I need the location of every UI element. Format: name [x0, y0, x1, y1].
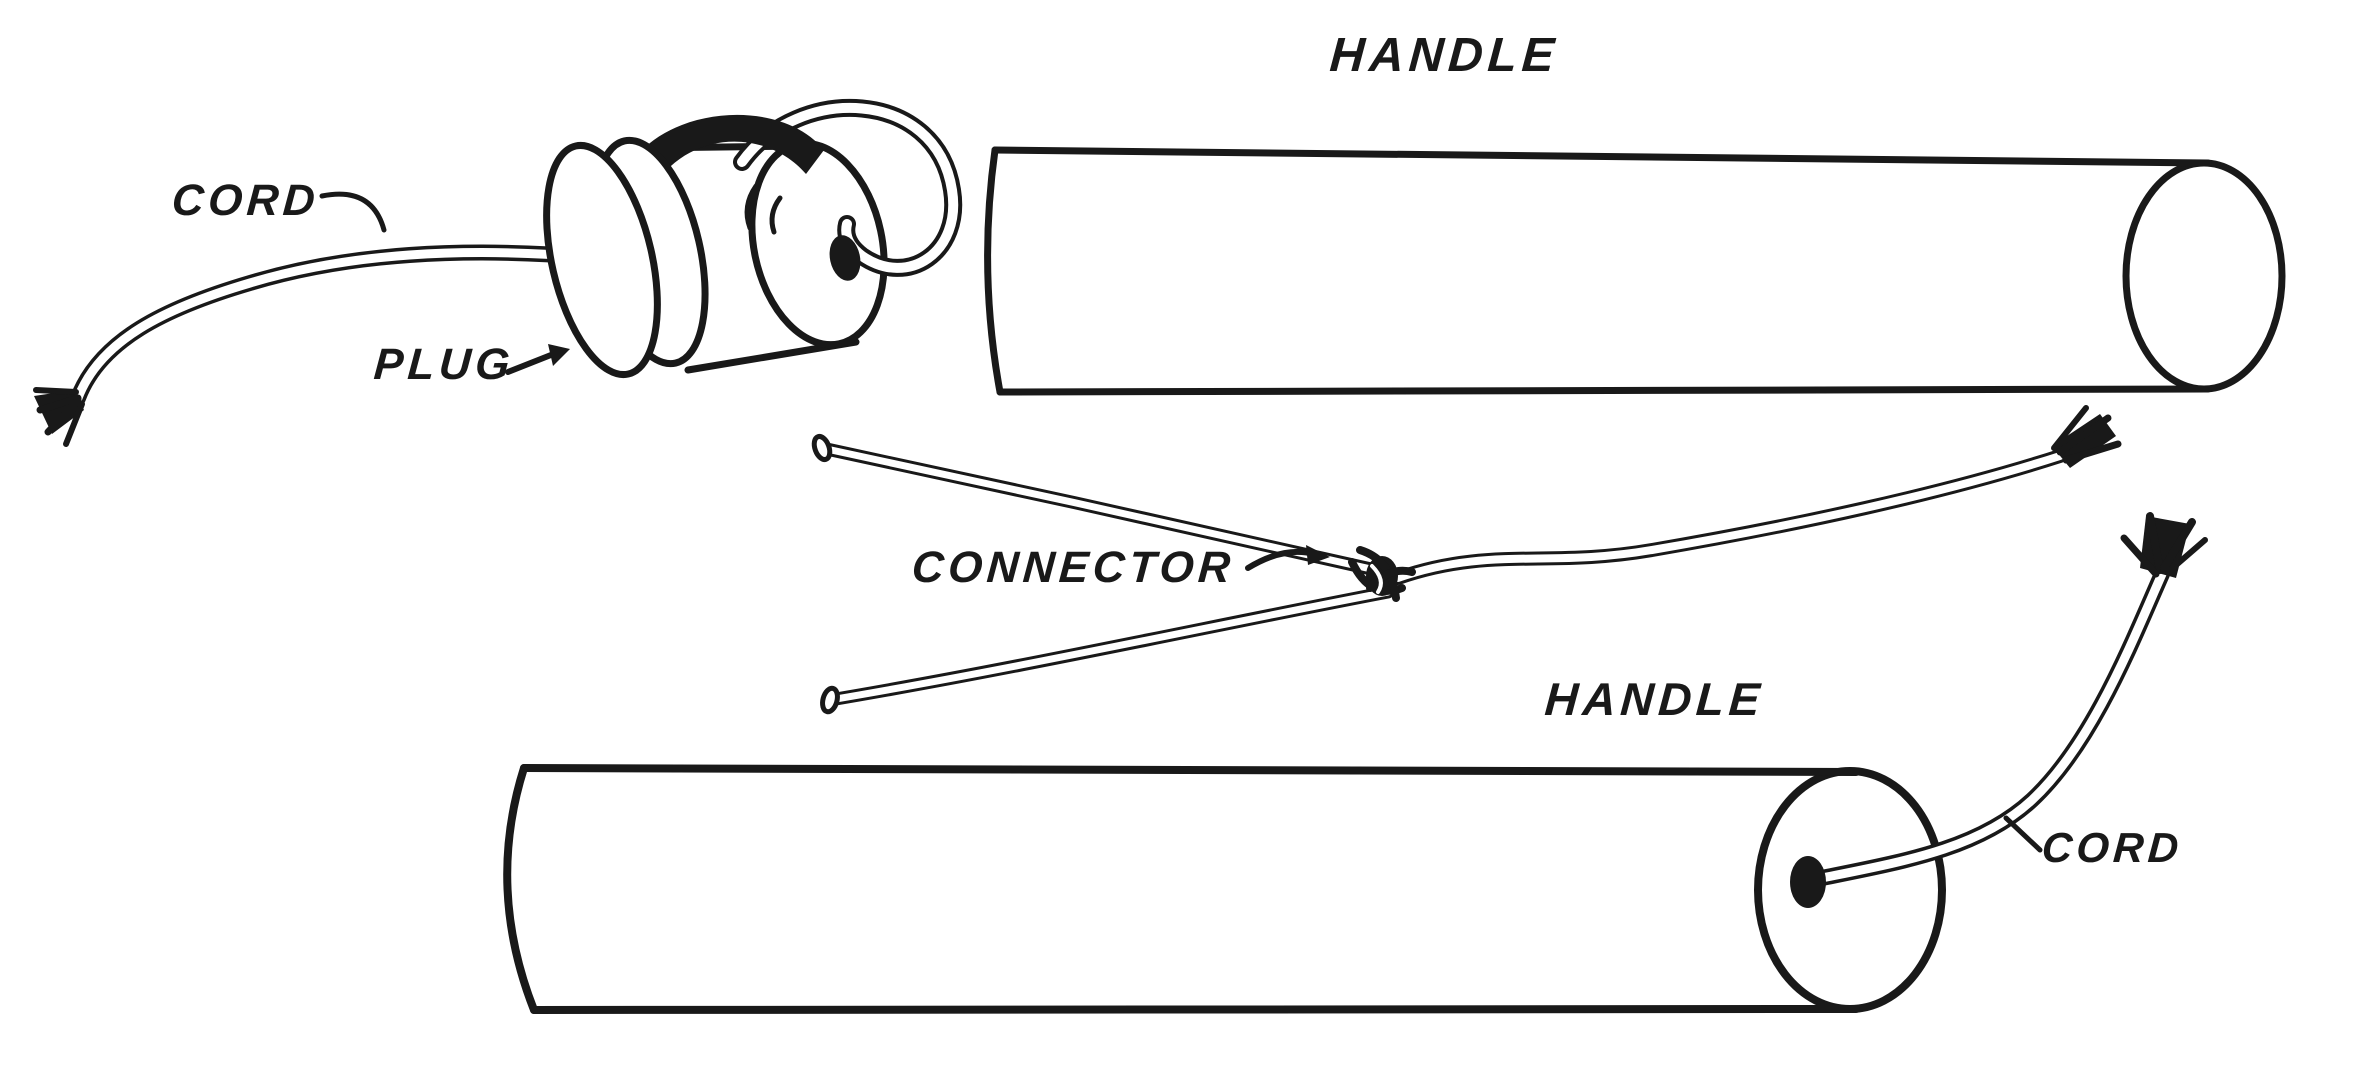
label-connector: CONNECTOR — [910, 543, 1237, 592]
plug-wrap-blob — [628, 114, 824, 186]
connector-knot — [1348, 546, 1416, 602]
plug-drawing — [543, 99, 963, 379]
lower-rod-end-cap — [820, 685, 840, 715]
bottom-handle-cylinder — [503, 764, 1946, 1014]
label-handle-bottom: HANDLE — [1543, 673, 1767, 725]
top-cord — [70, 244, 598, 406]
connector-arrow — [1245, 545, 1330, 571]
bottom-handle-hole — [1790, 856, 1826, 908]
label-cord-bottom: CORD — [2040, 824, 2185, 871]
plug-arrow — [505, 344, 570, 375]
label-plug: PLUG — [372, 340, 516, 389]
label-handle-top: HANDLE — [1328, 29, 1561, 82]
label-cord-top: CORD — [170, 176, 321, 225]
upper-rod-end-cap — [811, 433, 833, 463]
cord-top-leader-line — [319, 191, 387, 233]
bottom-cord-frayed-end — [2120, 512, 2208, 578]
middle-wire-frayed-end — [2051, 405, 2122, 468]
bottom-cord — [1790, 512, 2208, 908]
cord-bottom-leader-line — [2003, 815, 2043, 853]
top-handle-cylinder — [984, 146, 2286, 396]
plug-face-shading — [744, 183, 759, 231]
plug-face-hole — [829, 235, 861, 281]
top-cord-frayed-end — [33, 387, 85, 447]
